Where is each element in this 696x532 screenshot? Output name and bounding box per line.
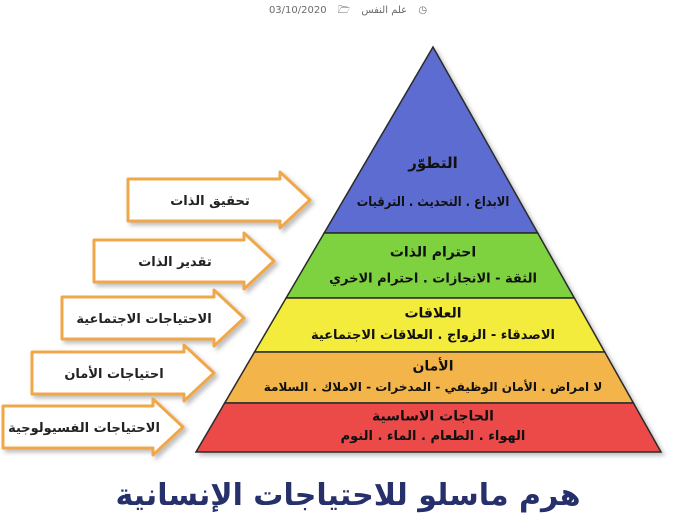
pyramid-level-subtitle: الثقة - الانجازات . احترام الاخري (329, 271, 537, 286)
post-date: 03/10/2020 (268, 5, 327, 16)
arrow-1: تحقيق الذات (126, 170, 312, 230)
arrows: تحقيق الذات تقدير الذات الاحتياجات الاجتما… (1, 170, 312, 457)
pyramid-level-5 (194, 402, 663, 453)
arrow-5: الاحتياجات الفسيولوجية (1, 397, 185, 457)
post-meta: علم النفس 🗁 03/10/2020 ◷ (0, 3, 696, 20)
pyramid-level-title: العلاقات (404, 305, 461, 321)
pyramid-level-title: الحاجات الاساسية (372, 409, 494, 425)
pyramid-labels: التطوّر الابداع . التحديث . الترقيات احترا… (264, 154, 603, 444)
pyramid-level-subtitle: الابداع . التحديث . الترقيات (357, 195, 510, 210)
folder-icon: 🗁 (337, 5, 351, 16)
arrow-label: احتياجات الأمان (64, 365, 163, 382)
pyramid (194, 45, 663, 453)
arrow-label: الاحتياجات الفسيولوجية (8, 421, 160, 436)
category-link[interactable]: علم النفس (361, 5, 408, 16)
arrow-4: احتياجات الأمان (30, 343, 216, 403)
arrow-label: الاحتياجات الاجتماعية (76, 312, 211, 327)
clock-icon: ◷ (418, 5, 428, 16)
pyramid-level-subtitle: الاصدقاء - الزواج . العلاقات الاجتماعية (311, 328, 555, 343)
pyramid-level-title: الأمان (412, 357, 453, 374)
pyramid-level-title: احترام الذات (390, 244, 476, 260)
pyramid-level-2 (284, 232, 576, 299)
arrow-label: تحقيق الذات (170, 194, 250, 209)
arrow-2: تقدير الذات (92, 231, 276, 291)
pyramid-level-subtitle: لا امراض . الأمان الوظيفي - المدخرات - ا… (264, 379, 603, 395)
pyramid-level-title: التطوّر (407, 154, 458, 172)
arrow-label: تقدير الذات (138, 255, 212, 270)
diagram-caption: هرم ماسلو للاحتياجات الإنسانية (115, 478, 581, 513)
arrow-3: الاحتياجات الاجتماعية (60, 288, 246, 348)
pyramid-level-subtitle: الهواء . الطعام . الماء . النوم (341, 429, 526, 444)
